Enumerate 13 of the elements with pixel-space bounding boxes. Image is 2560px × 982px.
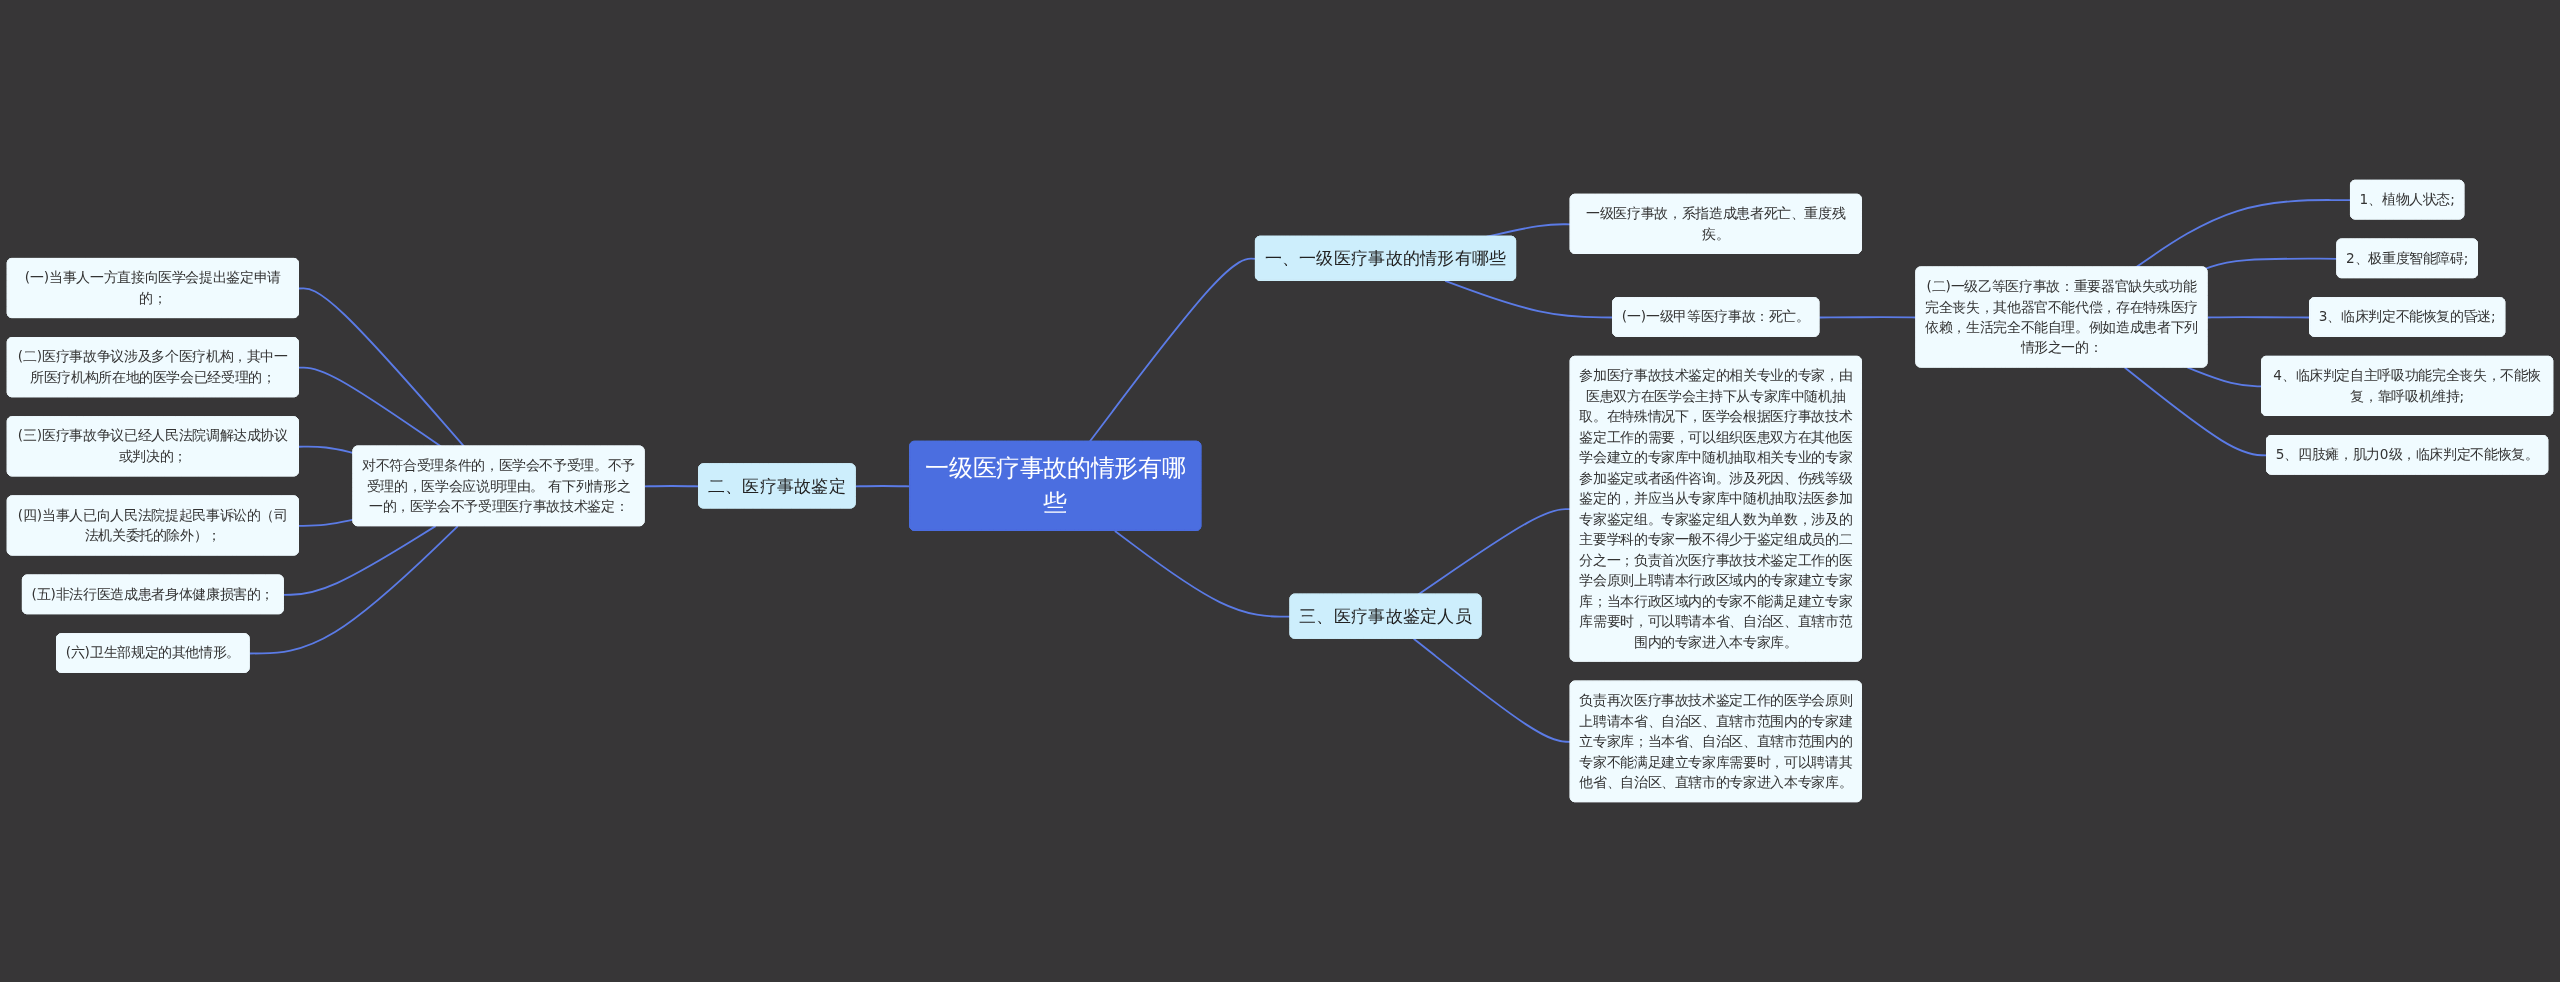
connector bbox=[248, 525, 459, 655]
connector bbox=[2186, 366, 2263, 388]
connector bbox=[297, 287, 466, 448]
connector bbox=[1444, 279, 1614, 319]
connector bbox=[2123, 366, 2268, 457]
connector bbox=[297, 366, 442, 448]
connector bbox=[2206, 316, 2311, 319]
connector bbox=[282, 525, 437, 596]
connector bbox=[1113, 530, 1292, 618]
connector bbox=[2134, 199, 2352, 269]
connector bbox=[1417, 508, 1572, 596]
connector bbox=[1412, 637, 1572, 743]
connector bbox=[1088, 257, 1257, 443]
